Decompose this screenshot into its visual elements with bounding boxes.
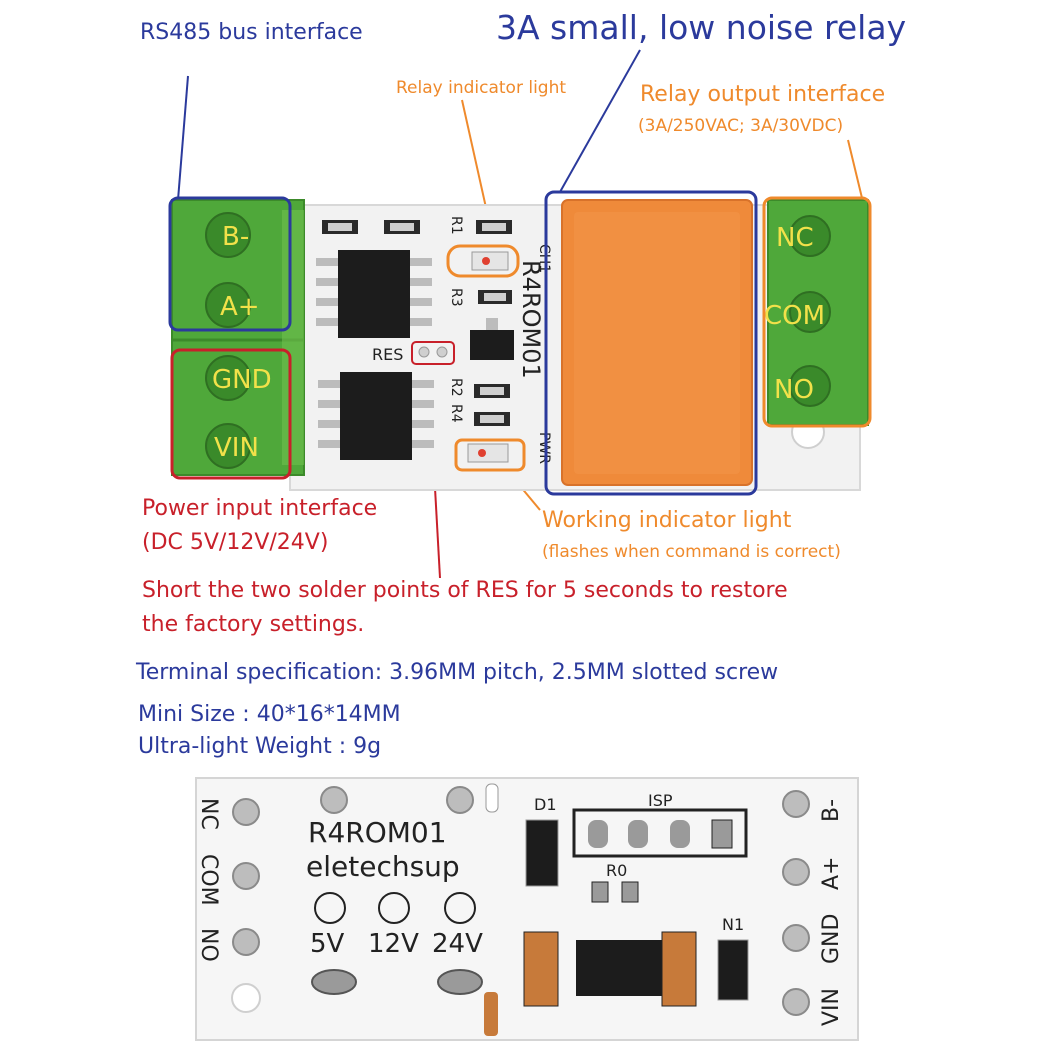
n1-component (717, 939, 749, 1001)
relay-output-label: Relay output interface (640, 82, 886, 107)
jumper-24v-pad (444, 892, 476, 924)
power-input-label: Power input interface (142, 496, 378, 521)
power-box (170, 348, 292, 480)
silk-ch1: CH1 (536, 244, 552, 273)
working-indicator-note: (flashes when command is correct) (542, 542, 841, 562)
pwr-led (467, 443, 509, 463)
cap-right (661, 931, 697, 1007)
relay-output-box (762, 196, 872, 428)
terminal-vin: VIN (214, 433, 259, 463)
silk-pwr: PWR (536, 432, 552, 464)
resistors (322, 220, 512, 426)
res-pad-1 (418, 346, 430, 358)
terminal-b-minus: B- (222, 222, 249, 252)
reset-note-line1: Short the two solder points of RES for 5… (142, 578, 788, 603)
silk-r1: R1 (448, 216, 464, 235)
rs485-label: RS485 bus interface (140, 20, 363, 45)
solder-5v (311, 969, 357, 995)
pin-nc: NC (196, 798, 221, 830)
r0-pad-1 (591, 881, 609, 903)
reset-note-line2: the factory settings. (142, 612, 365, 637)
right-screws (789, 215, 831, 407)
relay-output-rating-label: (3A/250VAC; 3A/30VDC) (638, 116, 844, 136)
label-d1: D1 (534, 795, 557, 814)
res-pad-2 (436, 346, 448, 358)
terminal-no: NO (774, 375, 814, 405)
rs485-box (168, 196, 292, 332)
spec-terminal: Terminal specification: 3.96MM pitch, 2.… (136, 660, 779, 685)
label-isp: ISP (648, 791, 673, 810)
relay-indicator-label: Relay indicator light (396, 78, 567, 98)
bottom-board-photo: R4ROM01 eletechsup 5V 12V 24V D1 ISP R0 … (195, 777, 859, 1041)
bottom-brand: eletechsup (306, 850, 460, 883)
pin-a-plus: A+ (819, 857, 844, 890)
regulator (576, 940, 662, 996)
label-r0: R0 (606, 861, 627, 880)
silk-res: RES (372, 345, 403, 364)
jumper-5v-pad (314, 892, 346, 924)
transistor (470, 330, 514, 360)
jumper-12v-pad (378, 892, 410, 924)
silk-model: R4ROM01 (517, 260, 545, 379)
silk-r4: R4 (448, 404, 464, 423)
isp-header (572, 808, 748, 858)
relay-box (544, 190, 758, 496)
res-box (411, 341, 455, 365)
spec-size: Mini Size : 40*16*14MM (138, 702, 401, 727)
pin-no: NO (196, 928, 221, 962)
diode-d1 (525, 819, 559, 887)
r0-pad-2 (621, 881, 639, 903)
terminal-a-plus: A+ (220, 292, 260, 322)
relay-output-pointer (847, 139, 863, 199)
terminal-com: COM (764, 301, 825, 331)
solder-24v (437, 969, 483, 995)
ic-lower (318, 372, 434, 460)
label-24v: 24V (432, 929, 483, 959)
left-screws (205, 212, 251, 469)
working-indicator-label: Working indicator light (542, 508, 792, 533)
spec-weight: Ultra-light Weight : 9g (138, 734, 382, 759)
bottom-model: R4ROM01 (308, 816, 447, 849)
right-pads (782, 790, 810, 1016)
pin-gnd: GND (819, 914, 844, 964)
label-5v: 5V (310, 929, 345, 959)
cap-left (523, 931, 559, 1007)
pin-com: COM (196, 854, 221, 906)
relay-pointer (559, 49, 641, 193)
label-12v: 12V (368, 929, 419, 959)
terminal-gnd: GND (212, 365, 272, 395)
working-indicator-box (454, 438, 526, 472)
ic-upper (316, 250, 432, 338)
pin-vin: VIN (819, 988, 844, 1026)
silk-r3: R3 (448, 288, 464, 307)
rs485-pointer (177, 75, 189, 201)
terminal-nc: NC (776, 223, 814, 253)
silk-r2: R2 (448, 378, 464, 397)
relay-indicator-box (446, 244, 520, 278)
left-pads (231, 798, 261, 1013)
label-n1: N1 (722, 915, 744, 934)
top-board-photo: RES R4ROM01 CH1 PWR R1 R3 R2 R4 B- A+ GN… (168, 49, 872, 579)
relay-title-label: 3A small, low noise relay (496, 8, 907, 47)
power-input-voltage-label: (DC 5V/12V/24V) (142, 530, 329, 555)
pin-b-minus: B- (819, 799, 844, 822)
